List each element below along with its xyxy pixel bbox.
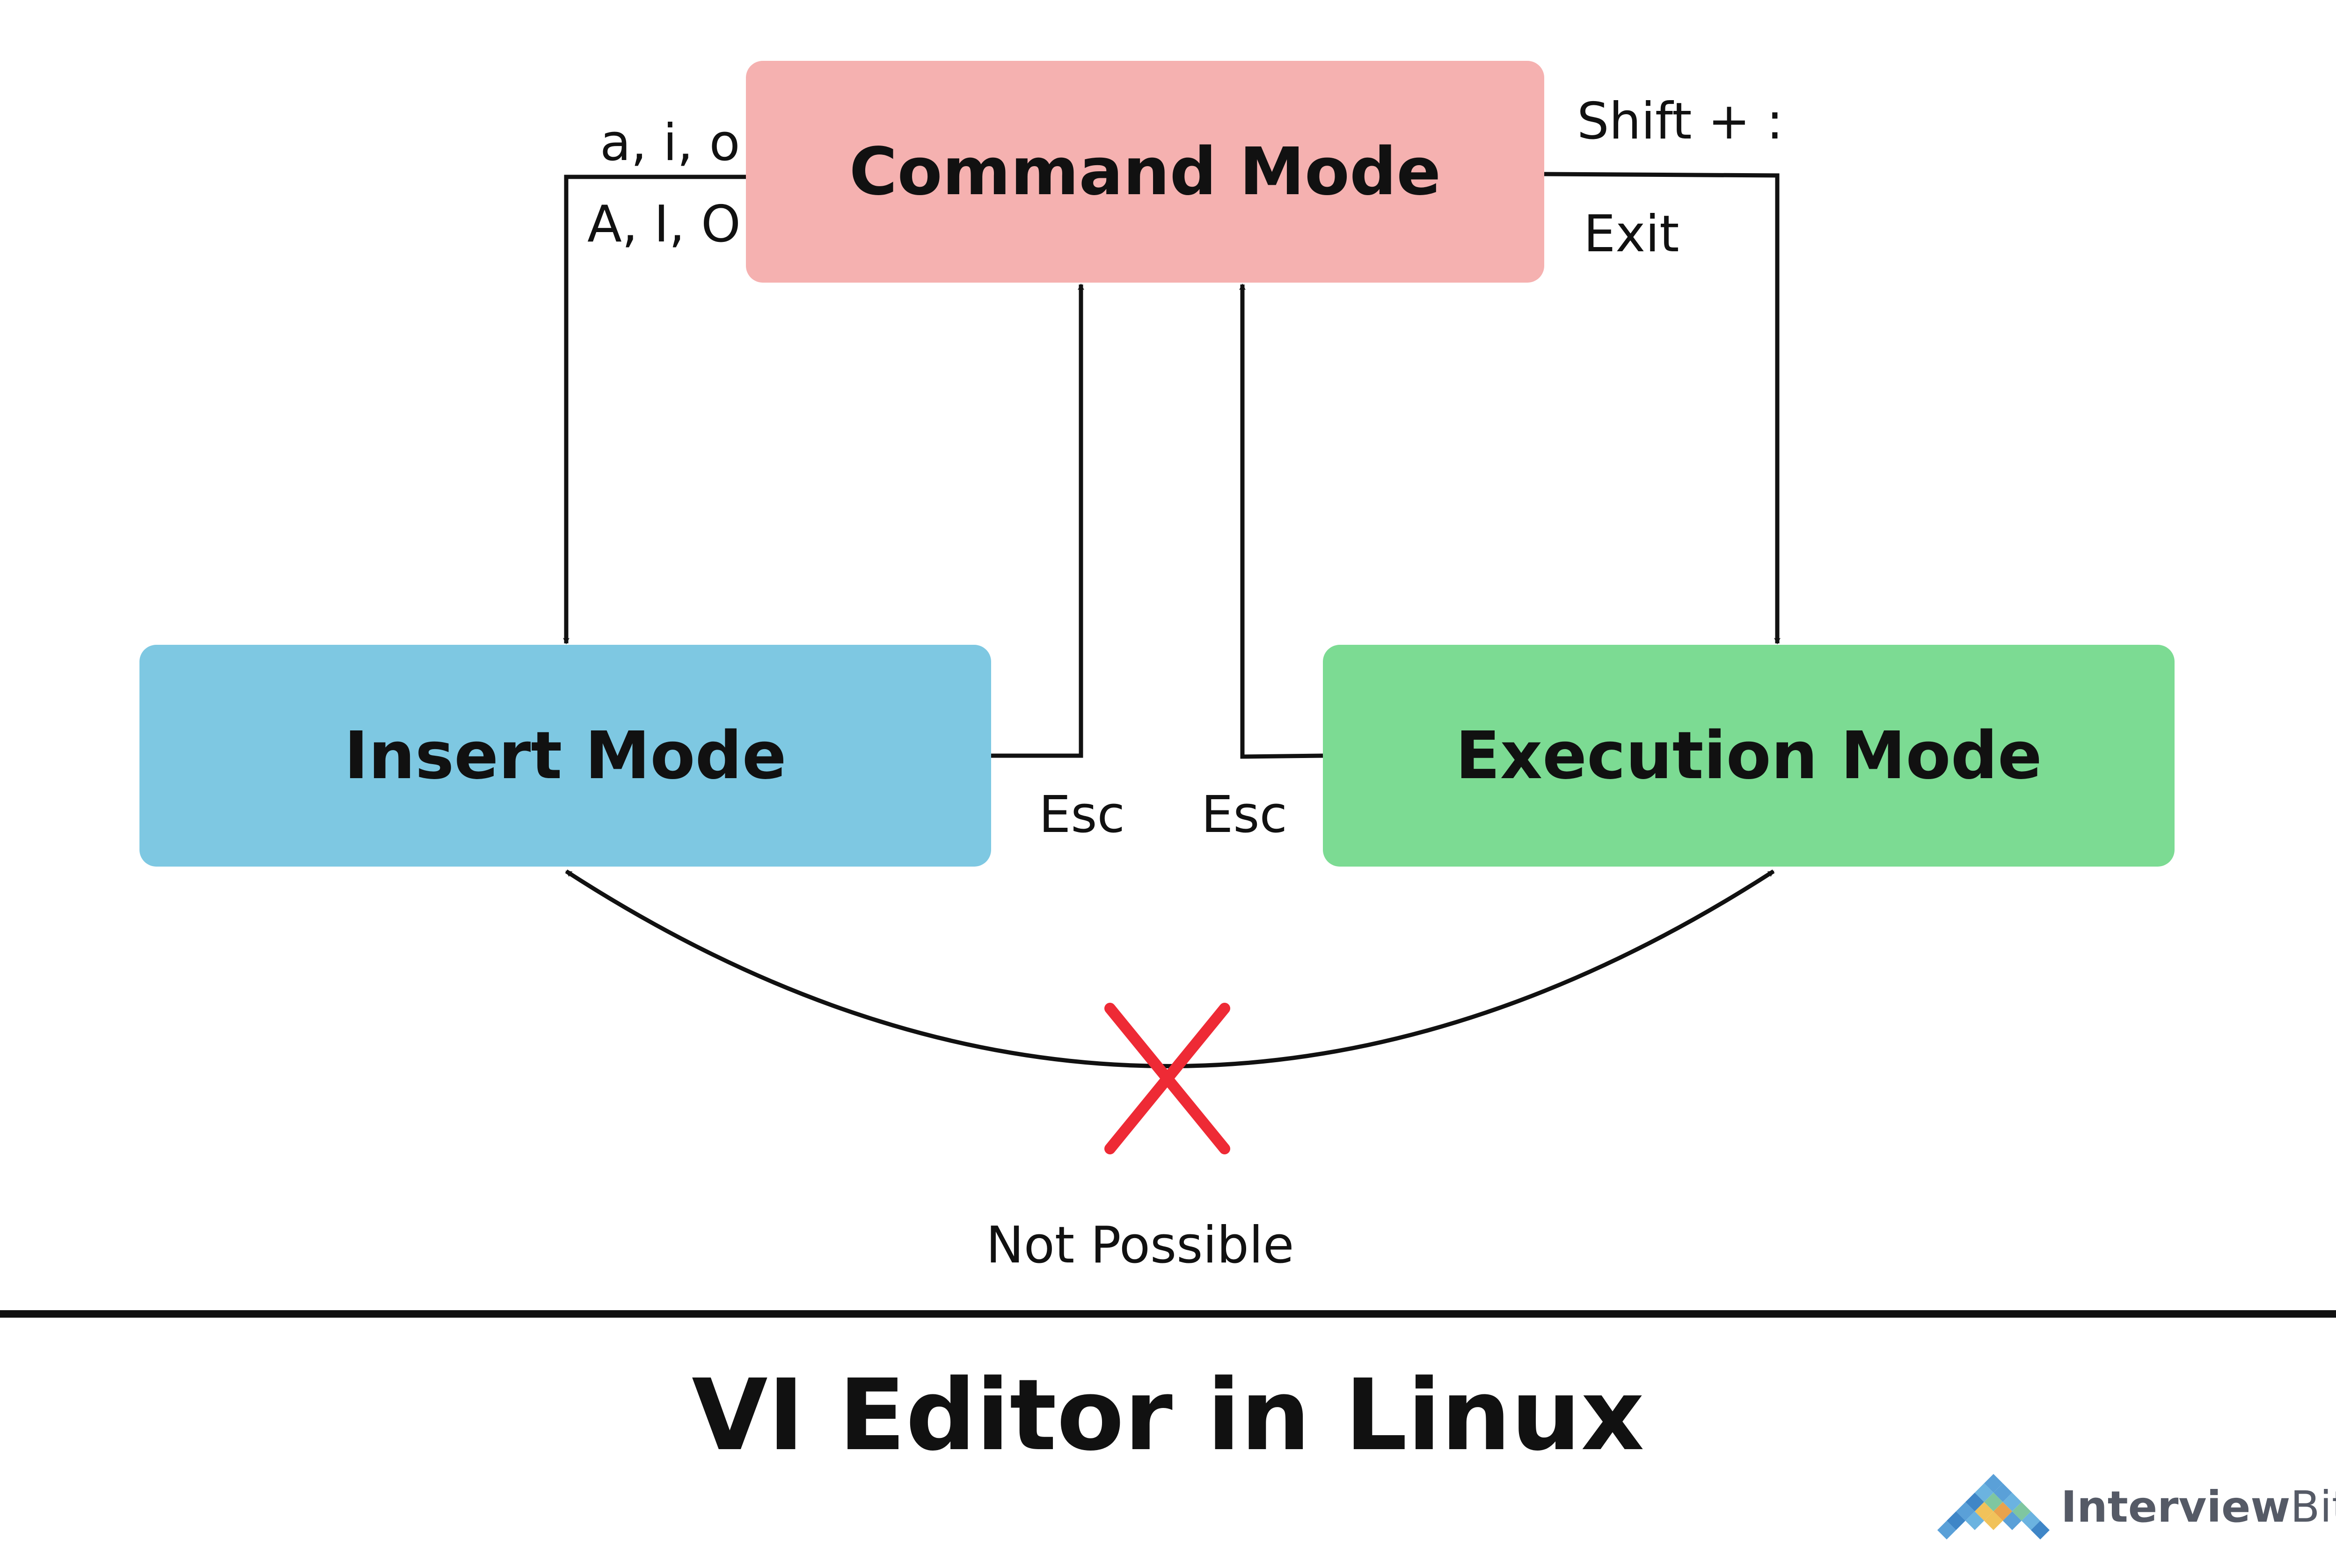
edge-command-to-insert	[563, 175, 746, 645]
edge-label-a-i-o: a, i, o	[600, 114, 740, 172]
edge-execution-to-command	[1239, 283, 1323, 759]
edge-insert-to-command	[991, 283, 1084, 758]
page-title: VI Editor in Linux	[692, 1358, 1644, 1473]
edge-insert-execution-curve	[565, 869, 1775, 1068]
command-mode-node: Command Mode	[746, 61, 1544, 283]
interviewbit-logo: InterviewBit	[1937, 1474, 2336, 1539]
interviewbit-logo-icon	[1937, 1474, 2050, 1539]
execution-mode-label: Execution Mode	[1455, 717, 2042, 794]
edge-label-exit: Exit	[1584, 205, 1679, 263]
command-mode-label: Command Mode	[849, 133, 1441, 210]
edge-label-esc-insert: Esc	[1039, 786, 1125, 844]
insert-mode-label: Insert Mode	[344, 717, 787, 794]
brand-name-bold: Interview	[2061, 1481, 2291, 1532]
divider-line	[0, 1310, 2336, 1318]
edge-label-A-I-O: A, I, O	[587, 195, 741, 254]
edge-label-not-possible: Not Possible	[986, 1216, 1294, 1275]
execution-mode-node: Execution Mode	[1323, 645, 2175, 867]
edge-label-esc-execution: Esc	[1201, 786, 1287, 844]
insert-mode-node: Insert Mode	[139, 645, 991, 867]
edge-label-shift-colon: Shift + :	[1577, 92, 1784, 151]
cross-icon	[1104, 1003, 1230, 1154]
edge-command-to-execution	[1544, 172, 1781, 645]
brand-name-light: Bit	[2290, 1481, 2336, 1532]
brand-name: InterviewBit	[2061, 1482, 2336, 1532]
